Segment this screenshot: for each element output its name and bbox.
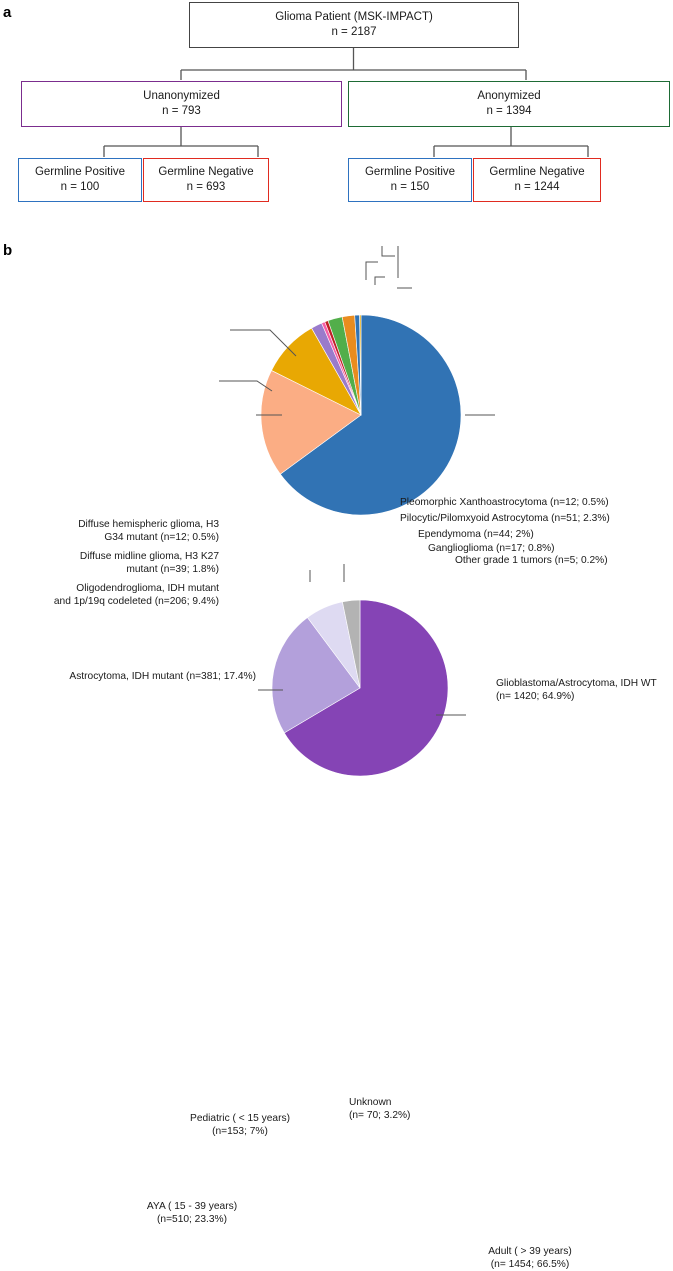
flowbox-unanon-germline-negative: Germline Negative n = 693 xyxy=(143,158,269,202)
pie-slice xyxy=(359,314,362,416)
flowbox-unanon-germline-negative-count: n = 693 xyxy=(186,181,226,193)
age-group-pie-chart: Unknown (n= 70; 3.2%) Pediatric ( < 15 y… xyxy=(0,540,673,1270)
age-group-pie-slices xyxy=(271,599,449,777)
flowbox-root: Glioma Patient (MSK-IMPACT) n = 2187 xyxy=(189,2,519,48)
flowbox-anonymized-title: Anonymized xyxy=(477,90,541,103)
label-other-grade-1-tumors: Other grade 1 tumors (n=5; 0.2%) xyxy=(455,555,608,566)
pie-slice xyxy=(279,314,462,516)
flowbox-unanon-germline-negative-title: Germline Negative xyxy=(158,166,254,179)
histology-pie-leader-lines xyxy=(219,246,495,416)
pie-slice xyxy=(283,599,449,777)
flowbox-unanon-germline-positive: Germline Positive n = 100 xyxy=(18,158,142,202)
label-diffuse-hemispheric-glioma: Diffuse hemispheric glioma, H3 G34 mutan… xyxy=(78,519,219,544)
flowchart-panel-a: Glioma Patient (MSK-IMPACT) n = 2187 Una… xyxy=(0,0,673,225)
flowbox-anon-germline-positive-title: Germline Positive xyxy=(364,166,456,179)
label-unknown: Unknown (n= 70; 3.2%) xyxy=(349,1097,411,1122)
flowbox-unanon-germline-positive-count: n = 100 xyxy=(60,181,100,193)
flowbox-anon-germline-negative-count: n = 1244 xyxy=(514,181,560,193)
histology-pie-slices xyxy=(260,314,462,516)
flowbox-anon-germline-negative-title: Germline Negative xyxy=(489,166,585,179)
flowbox-unanonymized-title: Unanonymized xyxy=(143,90,220,103)
label-pleomorphic-xanthoastrocytoma: Pleomorphic Xanthoastrocytoma (n=12; 0.5… xyxy=(400,497,609,508)
label-pediatric: Pediatric ( < 15 years) (n=153; 7%) xyxy=(190,1113,290,1138)
label-oligodendroglioma: Oligodendroglioma, IDH mutant and 1p/19q… xyxy=(53,583,219,608)
age-group-pie-svg xyxy=(258,564,466,777)
panel-b-letter: b xyxy=(3,242,13,259)
flowbox-root-count: n = 2187 xyxy=(331,26,377,38)
flowchart-connectors xyxy=(103,48,589,157)
flowbox-unanon-germline-positive-title: Germline Positive xyxy=(34,166,126,179)
flowbox-anonymized-count: n = 1394 xyxy=(486,105,532,117)
flowbox-anon-germline-positive: Germline Positive n = 150 xyxy=(348,158,472,202)
flowbox-root-title: Glioma Patient (MSK-IMPACT) xyxy=(275,11,433,24)
flowbox-anon-germline-negative: Germline Negative n = 1244 xyxy=(473,158,601,202)
age-group-pie-leader-lines xyxy=(258,564,466,716)
label-aya: AYA ( 15 - 39 years) (n=510; 23.3%) xyxy=(146,1201,238,1226)
flowbox-anon-germline-positive-count: n = 150 xyxy=(390,181,430,193)
panel-a-letter: a xyxy=(3,4,12,21)
histology-pie-svg xyxy=(219,246,495,516)
label-pilocytic-pilomxyoid-astrocytoma: Pilocytic/Pilomxyoid Astrocytoma (n=51; … xyxy=(400,513,610,524)
flowbox-anonymized: Anonymized n = 1394 xyxy=(348,81,670,127)
pie-slice xyxy=(260,370,362,475)
label-adult: Adult ( > 39 years) (n= 1454; 66.5%) xyxy=(488,1246,572,1271)
label-glioblastoma-astrocytoma-idh-wt: Glioblastoma/Astrocytoma, IDH WT (n= 142… xyxy=(496,678,657,703)
label-diffuse-midline-glioma: Diffuse midline glioma, H3 K27 mutant (n… xyxy=(79,551,219,576)
label-ganglioglioma: Ganglioglioma (n=17; 0.8%) xyxy=(428,543,555,554)
flowbox-unanonymized: Unanonymized n = 793 xyxy=(21,81,342,127)
histology-pie-chart: Pleomorphic Xanthoastrocytoma (n=12; 0.5… xyxy=(0,240,673,702)
pie-slice xyxy=(271,617,361,734)
pie-slice xyxy=(342,599,361,689)
label-astrocytoma-idh-mutant: Astrocytoma, IDH mutant (n=381; 17.4%) xyxy=(69,671,256,682)
flowbox-unanonymized-count: n = 793 xyxy=(162,105,201,117)
label-ependymoma: Ependymoma (n=44; 2%) xyxy=(418,529,534,540)
